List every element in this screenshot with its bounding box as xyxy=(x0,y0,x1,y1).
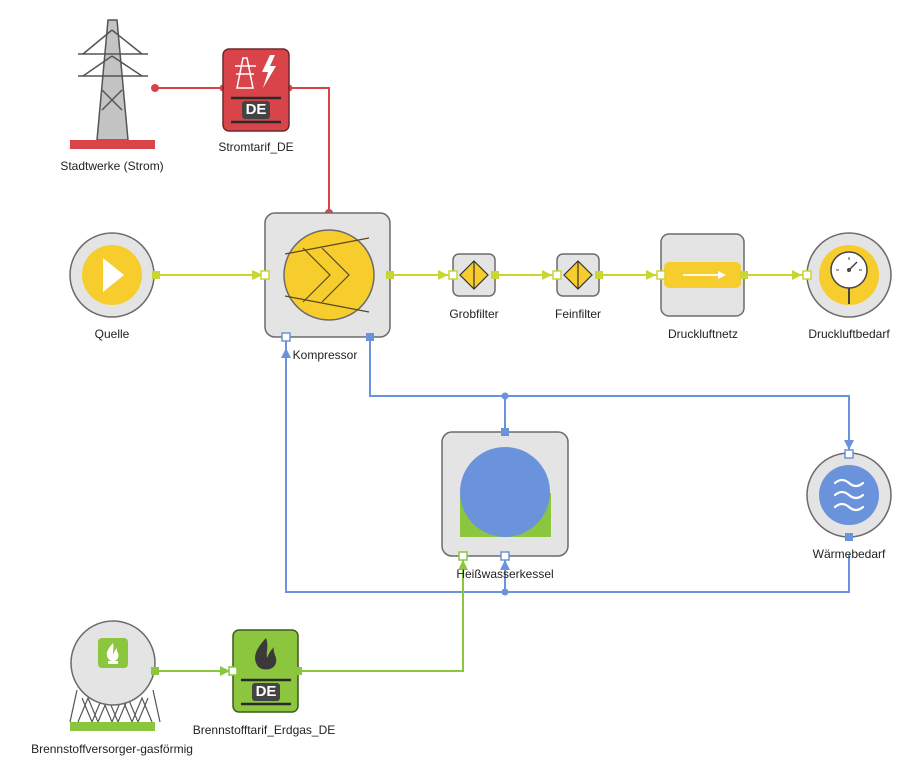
port-kessel-gas-in[interactable] xyxy=(458,551,468,561)
arrow-to-druckluftbedarf xyxy=(792,270,802,280)
gas-tank-icon xyxy=(69,620,161,724)
arrow-return-kompressor xyxy=(281,348,291,358)
label-heisswasserkessel: Heißwasserkessel xyxy=(456,567,554,581)
port-kompressor-air-in[interactable] xyxy=(260,270,270,280)
port-kompressor-heat-out[interactable] xyxy=(366,333,374,341)
label-feinfilter: Feinfilter xyxy=(554,307,602,321)
arrow-to-waermebedarf xyxy=(844,440,854,450)
port-kompressor-air-out[interactable] xyxy=(386,271,394,279)
edge-kompressor-heat-out[interactable] xyxy=(369,337,850,450)
label-brennstoffversorger: Brennstoffversorger-gasförmig xyxy=(31,742,193,756)
gastarif-badge-text: DE xyxy=(255,683,277,700)
druckluftnetz-node[interactable] xyxy=(656,233,748,317)
kompressor-node[interactable] xyxy=(260,212,394,342)
heat-junction-top xyxy=(501,392,509,400)
port-kessel-heat-out[interactable] xyxy=(501,428,509,436)
port-kessel-heat-in[interactable] xyxy=(500,551,510,561)
power-pylon-icon xyxy=(78,19,148,141)
electric-connections xyxy=(155,87,330,213)
filter-diamond-icon xyxy=(459,260,489,290)
stadtwerke-node[interactable] xyxy=(70,19,155,149)
port-versorger-out[interactable] xyxy=(151,667,159,675)
tariff-lines xyxy=(231,96,281,124)
heat-arrows xyxy=(281,348,854,596)
edge-tarif-kessel[interactable] xyxy=(298,556,464,672)
heat-junction-bottom xyxy=(501,588,509,596)
electric-tariff-icon xyxy=(235,55,276,89)
stromtarif-badge-text: DE xyxy=(245,101,267,118)
pipe-arrow-icon xyxy=(683,271,726,279)
port-druckluftbedarf-in[interactable] xyxy=(802,270,812,280)
port-feinfilter-out[interactable] xyxy=(595,271,603,279)
arrow-return-kessel xyxy=(500,560,510,570)
boiler-icon xyxy=(460,447,551,537)
grobfilter-node[interactable] xyxy=(448,253,499,297)
air-arrows xyxy=(252,270,802,280)
heat-wave-icon xyxy=(833,478,865,512)
port-stadtwerke-out[interactable] xyxy=(151,84,159,92)
label-kompressor: Kompressor xyxy=(292,348,358,362)
arrow-to-grobfilter xyxy=(438,270,448,280)
quelle-node[interactable] xyxy=(69,232,160,318)
label-stromtarif: Stromtarif_DE xyxy=(218,140,294,154)
port-druckluftnetz-in[interactable] xyxy=(656,270,666,280)
heisswasserkessel-node[interactable] xyxy=(441,428,569,561)
flame-tariff-icon xyxy=(255,638,277,670)
filter-diamond-icon xyxy=(563,260,593,290)
gas-supplier-base xyxy=(70,722,155,731)
stadtwerke-base xyxy=(70,140,155,149)
waermebedarf-node[interactable] xyxy=(806,449,892,541)
arrow-to-druckluftnetz xyxy=(646,270,656,280)
label-waermebedarf: Wärmebedarf xyxy=(812,547,886,561)
stromtarif-node[interactable] xyxy=(222,48,290,132)
port-grobfilter-out[interactable] xyxy=(491,271,499,279)
port-druckluftnetz-out[interactable] xyxy=(740,271,748,279)
arrow-to-kessel-gas xyxy=(458,560,468,570)
label-stadtwerke: Stadtwerke (Strom) xyxy=(60,159,164,173)
brennstofftarif-node[interactable] xyxy=(228,629,302,713)
port-waermebedarf-out[interactable] xyxy=(845,533,853,541)
gas-arrows xyxy=(220,560,468,676)
port-feinfilter-in[interactable] xyxy=(552,270,562,280)
label-druckluftbedarf: Druckluftbedarf xyxy=(808,327,890,341)
druckluftbedarf-node[interactable] xyxy=(802,232,892,318)
port-gastarif-out[interactable] xyxy=(294,667,302,675)
port-waermebedarf-in[interactable] xyxy=(844,449,854,459)
tariff-badge-bg xyxy=(242,101,270,119)
brennstoffversorger-node[interactable] xyxy=(69,620,161,731)
edge-stromtarif-kompressor[interactable] xyxy=(289,87,330,213)
label-druckluftnetz: Druckluftnetz xyxy=(667,327,739,341)
play-source-icon xyxy=(103,258,124,292)
compressor-chevron-icon xyxy=(284,237,370,313)
tariff-badge-bg xyxy=(252,683,280,701)
tariff-lines xyxy=(241,678,291,706)
label-grobfilter: Grobfilter xyxy=(449,307,499,321)
label-quelle: Quelle xyxy=(94,327,130,341)
label-brennstofftarif: Brennstofftarif_Erdgas_DE xyxy=(192,723,336,737)
port-gastarif-in[interactable] xyxy=(228,666,238,676)
feinfilter-node[interactable] xyxy=(552,253,603,297)
pressure-gauge-icon xyxy=(830,251,868,304)
arrow-to-feinfilter xyxy=(542,270,552,280)
edge-heat-return[interactable] xyxy=(285,337,850,593)
port-grobfilter-in[interactable] xyxy=(448,270,458,280)
arrow-to-kompressor xyxy=(252,270,263,280)
port-quelle-out[interactable] xyxy=(152,271,160,279)
port-kompressor-heat-return[interactable] xyxy=(281,332,291,342)
arrow-to-gastarif xyxy=(220,666,230,676)
gas-connections xyxy=(155,556,464,672)
